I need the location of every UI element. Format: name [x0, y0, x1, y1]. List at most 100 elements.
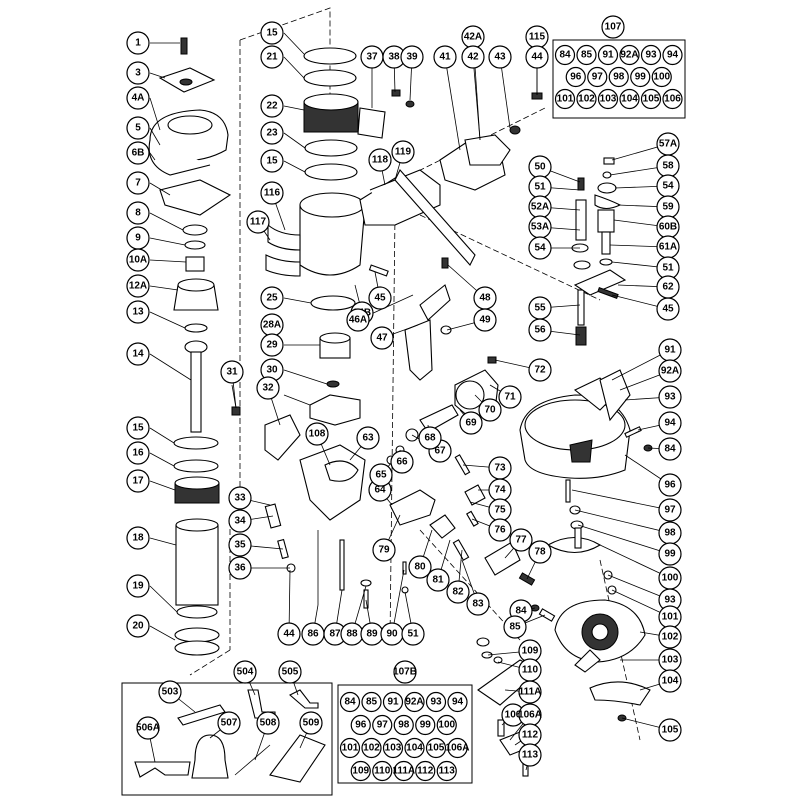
part-number: 101: [662, 612, 679, 623]
part-number: 102: [363, 743, 380, 754]
part-callout-110: 110: [518, 658, 542, 682]
kit-107b-part: 102: [361, 737, 382, 759]
kit-107b-part: 113: [436, 760, 457, 782]
part-number: 30: [266, 365, 278, 376]
part-callout-45b: 45: [656, 297, 680, 321]
part-callout-62: 62: [656, 275, 680, 299]
kit-107b-part: 112: [415, 760, 436, 782]
part-callout-79: 79: [372, 538, 396, 562]
part-callout-1: 1: [126, 31, 150, 55]
part-callout-66: 66: [390, 450, 414, 474]
part-callout-46a: 46A: [346, 308, 370, 332]
part-number: 98: [664, 528, 676, 539]
part-callout-105: 105: [658, 718, 682, 742]
part-number: 75: [494, 505, 506, 516]
kit-107-part: 85: [576, 44, 597, 66]
leader-line: [472, 56, 481, 141]
part-number: 31: [226, 367, 238, 378]
part-callout-83: 83: [466, 592, 490, 616]
part-number: 92A: [620, 50, 638, 61]
part-number: 1: [135, 38, 141, 49]
part-number: 111A: [392, 766, 415, 777]
part-number: 74: [494, 485, 506, 496]
part-number: 69: [465, 418, 477, 429]
part-number: 81: [432, 575, 444, 586]
part-number: 84: [664, 444, 676, 455]
part-number: 110: [522, 665, 539, 676]
kit-107b-part: 97: [372, 714, 393, 736]
part-callout-6b: 6B: [126, 141, 150, 165]
part-number: 88: [346, 629, 358, 640]
kit-107b-part: 105: [425, 737, 447, 759]
kit-107-part: 94: [662, 44, 683, 66]
part-number: 92A: [405, 697, 423, 708]
part-callout-113: 113: [518, 743, 542, 767]
part-number: 93: [430, 697, 442, 708]
part-number: 113: [522, 750, 539, 761]
part-callout-17: 17: [126, 469, 150, 493]
part-number: 97: [664, 505, 676, 516]
part-callout-82: 82: [446, 580, 470, 604]
part-callout-45a: 45: [368, 286, 392, 310]
part-callout-117: 117: [246, 210, 270, 234]
part-number: 43: [494, 52, 506, 63]
part-callout-28a: 28A: [260, 313, 284, 337]
part-callout-508: 508: [256, 711, 280, 735]
part-callout-74: 74: [488, 478, 512, 502]
part-number: 105: [662, 725, 679, 736]
part-number: 33: [234, 493, 246, 504]
leader-line: [499, 56, 511, 129]
part-number: 15: [266, 156, 278, 167]
part-callout-111a: 111A: [518, 680, 542, 704]
part-number: 99: [664, 549, 676, 560]
part-number: 91: [664, 345, 676, 356]
part-number: 59: [662, 202, 674, 213]
part-callout-507: 507: [217, 711, 241, 735]
part-number: 5: [135, 123, 141, 134]
kit-107-part: 102: [576, 88, 597, 110]
part-callout-51a: 51: [528, 175, 552, 199]
part-callout-22: 22: [260, 94, 284, 118]
part-callout-34: 34: [228, 509, 252, 533]
part-number: 51: [534, 182, 546, 193]
leader-line: [577, 524, 671, 555]
part-number: 93: [664, 392, 676, 403]
part-number: 97: [592, 72, 604, 83]
part-number: 89: [366, 629, 378, 640]
part-number: 13: [132, 307, 144, 318]
part-number: 83: [472, 599, 484, 610]
part-number: 509: [303, 718, 320, 729]
part-number: 82: [452, 587, 464, 598]
part-number: 45: [374, 293, 386, 304]
part-number: 15: [132, 423, 144, 434]
part-number: 70: [484, 405, 496, 416]
part-number: 85: [509, 622, 521, 633]
part-callout-503: 503: [158, 680, 182, 704]
part-callout-90: 90: [380, 622, 404, 646]
part-callout-43: 43: [488, 45, 512, 69]
kit-107-part: 84: [554, 44, 576, 66]
part-number: 96: [570, 72, 582, 83]
part-number: 99: [420, 720, 432, 731]
part-number: 104: [621, 94, 638, 105]
part-callout-80: 80: [408, 555, 432, 579]
part-number: 90: [386, 629, 398, 640]
kit-107b-part: 84: [339, 691, 361, 713]
part-number: 77: [515, 535, 527, 546]
kit-107b-label: 107B: [393, 660, 417, 684]
part-number: 36: [234, 563, 246, 574]
part-callout-15a: 15: [126, 416, 150, 440]
part-callout-8: 8: [126, 201, 150, 225]
part-number: 14: [132, 349, 144, 360]
part-number: 80: [414, 562, 426, 573]
part-number: 112: [417, 766, 434, 777]
part-number: 93: [664, 595, 676, 606]
part-callout-97: 97: [658, 498, 682, 522]
part-callout-37: 37: [360, 45, 384, 69]
leader-line: [599, 544, 671, 579]
part-number: 104: [662, 676, 679, 687]
part-number: 112: [522, 730, 539, 741]
part-callout-48: 48: [473, 286, 497, 310]
part-number: 47: [376, 333, 388, 344]
part-callout-32: 32: [256, 376, 280, 400]
